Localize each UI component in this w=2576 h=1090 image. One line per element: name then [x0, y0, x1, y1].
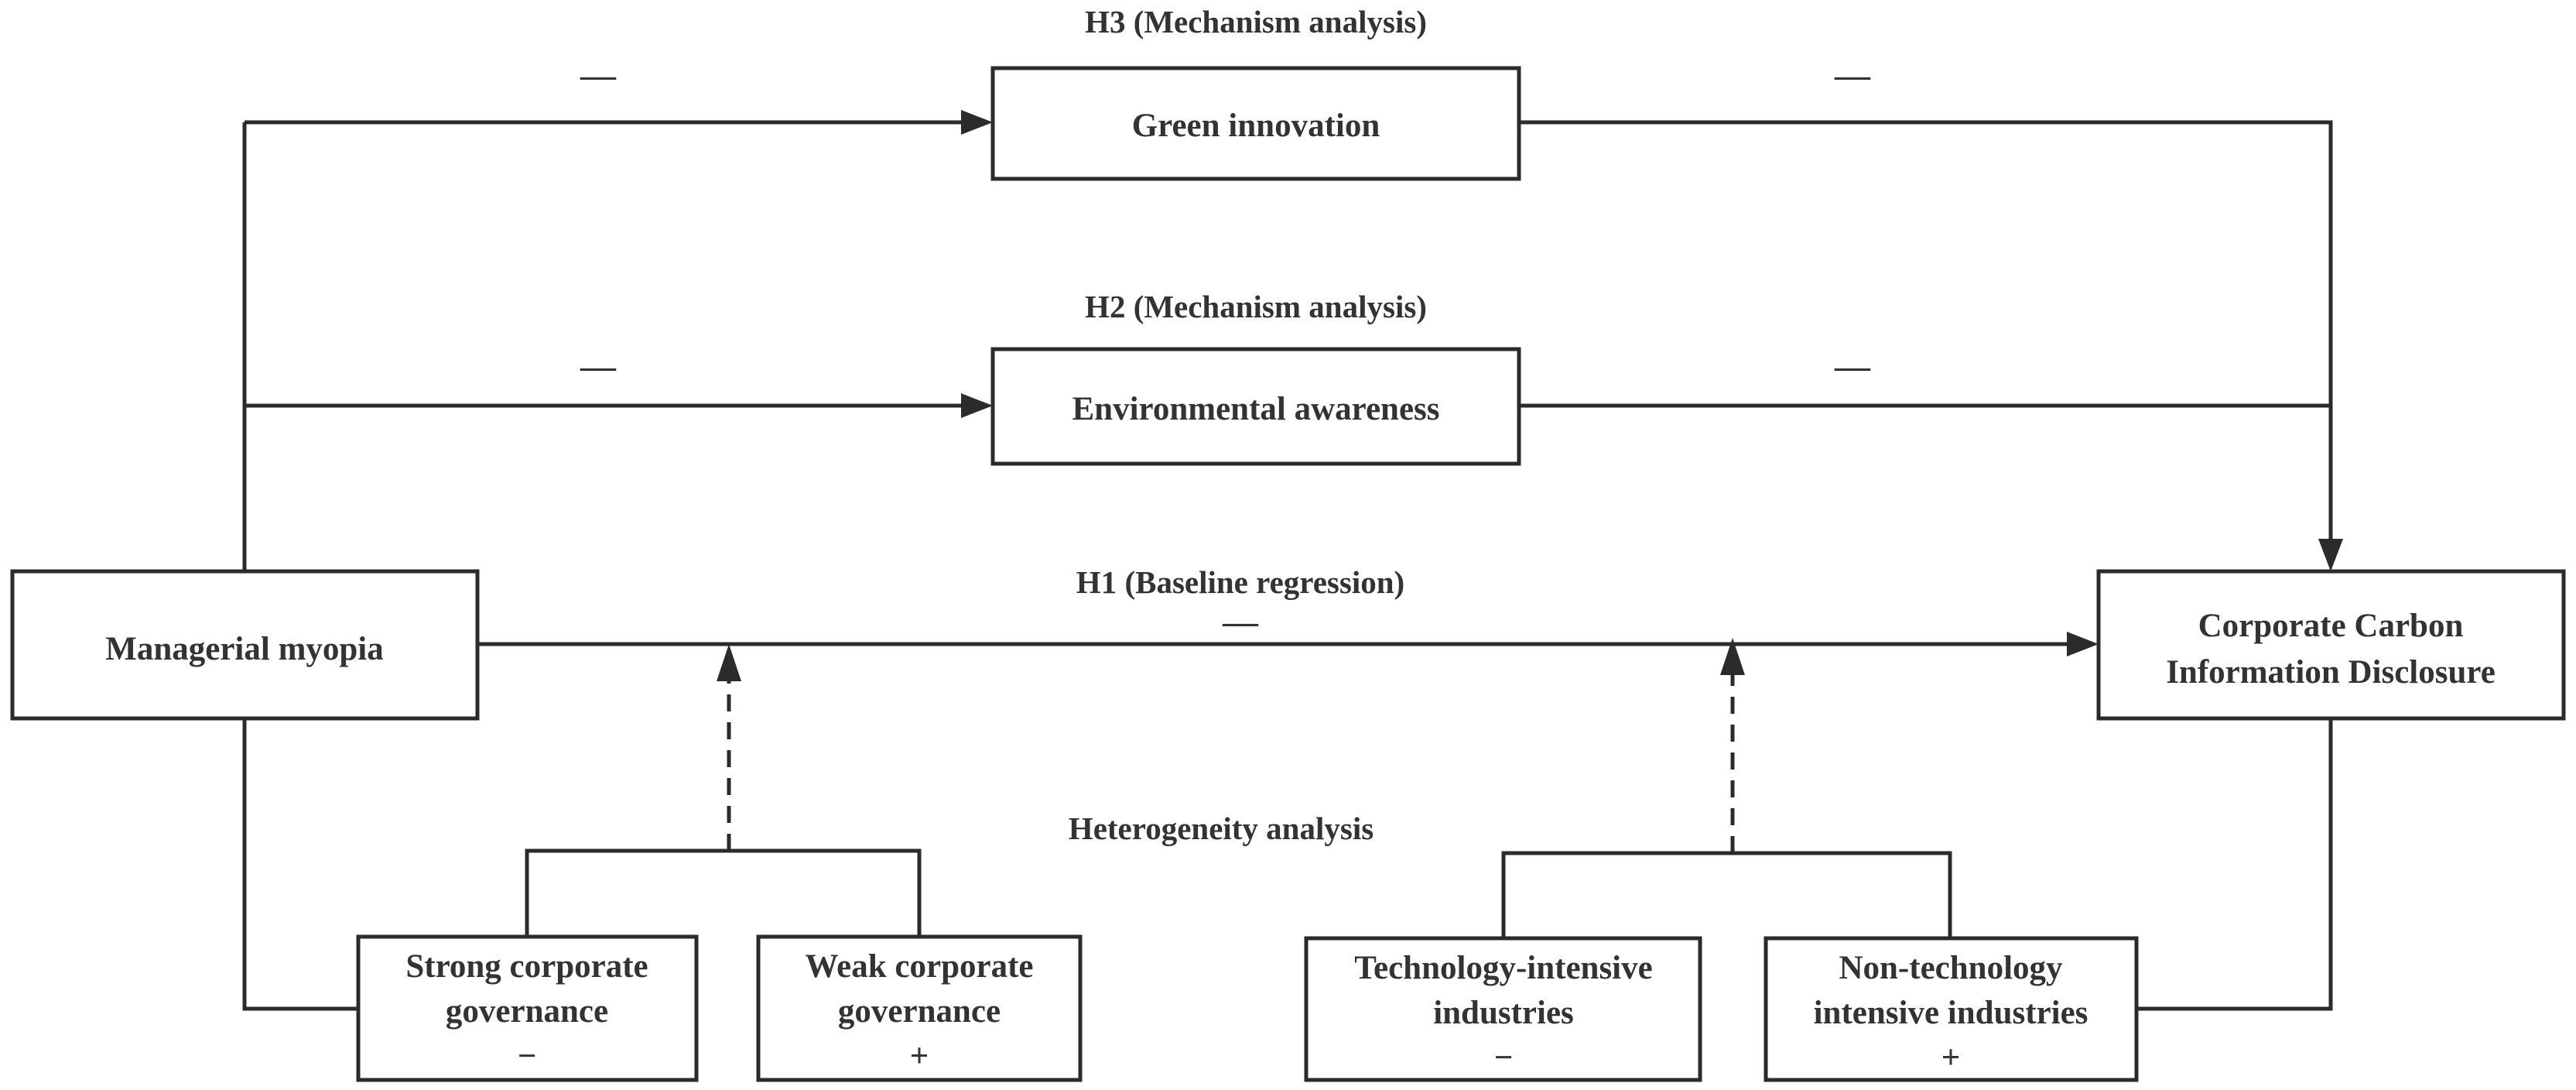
tech-industries-label-line2: industries: [1433, 995, 1574, 1031]
h1-sign: —: [1222, 602, 1259, 641]
industry-moderation-arrowhead: [1720, 638, 1745, 675]
environmental-awareness-node: Environmental awareness: [990, 347, 1521, 466]
corporate-carbon-information-disclosure-node: Corporate Carbon Information Disclosure: [2096, 569, 2566, 721]
strong-governance-sign: −: [518, 1038, 537, 1075]
managerial-myopia-label: Managerial myopia: [105, 631, 384, 667]
h1-arrowhead: [2067, 632, 2099, 656]
h3-heading: H3 (Mechanism analysis): [1085, 4, 1427, 39]
managerial-myopia-node: Managerial myopia: [10, 569, 480, 721]
h2-heading: H2 (Mechanism analysis): [1085, 289, 1427, 324]
h3-left-sign: —: [580, 55, 617, 94]
non-technology-intensive-industries-node: Non-technology intensive industries +: [1764, 936, 2139, 1082]
green-innovation-node: Green innovation: [990, 66, 1521, 181]
strong-governance-label-line2: governance: [446, 993, 608, 1030]
heterogeneity-heading: Heterogeneity analysis: [1069, 811, 1374, 846]
tech-industries-sign: −: [1494, 1040, 1514, 1076]
green-innovation-arrowhead: [961, 110, 993, 135]
nontech-industries-label-line2: intensive industries: [1814, 995, 2089, 1031]
technology-intensive-industries-node: Technology-intensive industries −: [1304, 936, 1702, 1082]
cid-to-nontech-connector: [2136, 718, 2333, 1011]
weak-governance-sign: +: [910, 1038, 929, 1075]
cid-label-line1: Corporate Carbon: [2198, 608, 2464, 644]
weak-corporate-governance-node: Weak corporate governance +: [756, 934, 1083, 1082]
strong-governance-label-line1: Strong corporate: [405, 948, 648, 985]
environmental-awareness-label: Environmental awareness: [1072, 391, 1439, 427]
weak-governance-label-line1: Weak corporate: [806, 948, 1034, 985]
h2-right-sign: —: [1834, 346, 1871, 386]
cid-top-arrowhead: [2318, 539, 2343, 571]
strong-corporate-governance-node: Strong corporate governance −: [356, 934, 699, 1082]
h2-left-sign: —: [580, 346, 617, 386]
environmental-awareness-arrowhead: [961, 393, 993, 418]
weak-governance-label-line2: governance: [838, 993, 1001, 1030]
nontech-industries-label-line1: Non-technology: [1839, 950, 2063, 986]
governance-bracket: [525, 848, 922, 937]
h3-right-sign: —: [1834, 55, 1871, 94]
green-innovation-label: Green innovation: [1132, 108, 1380, 144]
governance-moderation-arrowhead: [717, 644, 741, 681]
green-innovation-to-cid-connector: [1519, 120, 2333, 550]
myopia-to-strong-governance-connector: [242, 718, 358, 1011]
tech-industries-label-line1: Technology-intensive: [1354, 950, 1652, 986]
cid-label-line2: Information Disclosure: [2166, 654, 2496, 691]
h1-heading: H1 (Baseline regression): [1076, 564, 1404, 600]
nontech-industries-sign: +: [1941, 1040, 1961, 1076]
industry-bracket: [1501, 851, 1952, 937]
